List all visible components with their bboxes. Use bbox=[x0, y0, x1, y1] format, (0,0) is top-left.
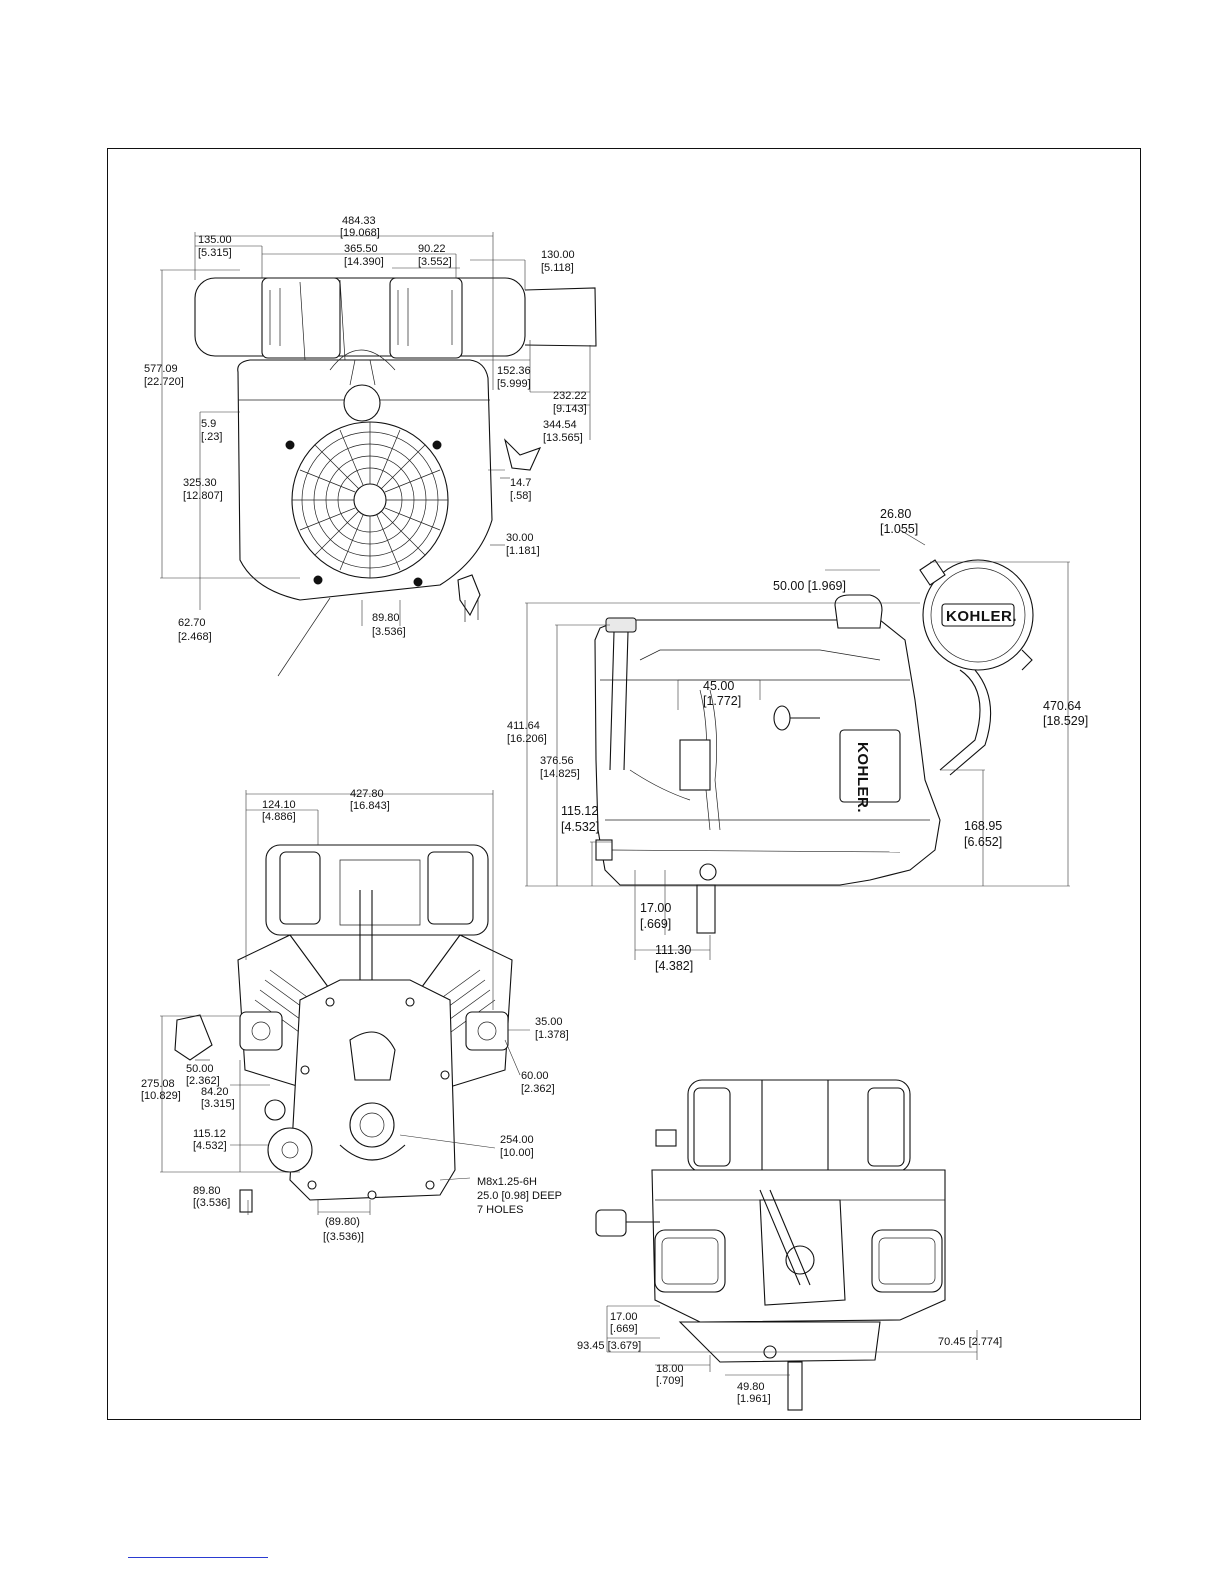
dim-577-09: 577.09 bbox=[144, 363, 178, 375]
side-view-dimension-lines bbox=[525, 529, 1070, 960]
dim-130-00: 130.00 bbox=[541, 249, 575, 261]
kohler-logo-vertical: KOHLER. bbox=[854, 742, 871, 813]
dim-2-362-front: [2.362] bbox=[186, 1075, 220, 1087]
front-view-dimension-lines bbox=[160, 790, 530, 1215]
dim-411-64: 411.64 bbox=[507, 720, 540, 732]
dim-1-961: [1.961] bbox=[737, 1393, 771, 1405]
dim-470-64: 470.64 bbox=[1043, 699, 1081, 713]
kohler-logo: KOHLER. bbox=[946, 608, 1017, 625]
dim-13-565: [13.565] bbox=[543, 432, 583, 444]
dim-115-12-front: 115.12 bbox=[193, 1128, 226, 1140]
dim-18-529: [18.529] bbox=[1043, 714, 1088, 728]
dim-10-829: [10.829] bbox=[141, 1090, 181, 1102]
dim-325-30: 325.30 bbox=[183, 477, 217, 489]
dim-365-50: 365.50 bbox=[344, 243, 378, 255]
dim-35-00: 35.00 bbox=[535, 1016, 563, 1028]
dim-1-378: [1.378] bbox=[535, 1029, 569, 1041]
dim-2-468: [2.468] bbox=[178, 631, 212, 643]
dim-4-886: [4.886] bbox=[262, 811, 296, 823]
note-thread: M8x1.25-6H bbox=[477, 1176, 537, 1188]
dim-70-45: 70.45 [2.774] bbox=[938, 1336, 1002, 1348]
dim-1-055: [1.055] bbox=[880, 522, 918, 536]
dim-1-181: [1.181] bbox=[506, 545, 540, 557]
dim-275-08: 275.08 bbox=[141, 1078, 175, 1090]
dim-30-00: 30.00 bbox=[506, 532, 534, 544]
dim-3-536: [3.536] bbox=[372, 626, 406, 638]
dim-84-20: 84.20 bbox=[201, 1086, 229, 1098]
dim-0-23: [.23] bbox=[201, 431, 222, 443]
dim-18-00: 18.00 bbox=[656, 1363, 684, 1375]
dim-376-56: 376.56 bbox=[540, 755, 574, 767]
dim-93-45: 93.45 [3.679] bbox=[577, 1340, 641, 1352]
dim-90-22: 90.22 bbox=[418, 243, 446, 255]
dim-344-54: 344.54 bbox=[543, 419, 577, 431]
dim-17-00-side: 17.00 bbox=[640, 901, 671, 915]
rear-view-dimension-lines bbox=[606, 1305, 978, 1376]
dim-49-80: 49.80 bbox=[737, 1381, 765, 1393]
dim-0-709: [.709] bbox=[656, 1375, 684, 1387]
dim-5-315: [5.315] bbox=[198, 247, 232, 259]
dim-0-58: [.58] bbox=[510, 490, 531, 502]
dim-60-00: 60.00 bbox=[521, 1070, 549, 1082]
dim-5-118: [5.118] bbox=[541, 262, 574, 274]
rear-view-labels: 17.00 [.669] 93.45 [3.679] 70.45 [2.774]… bbox=[577, 1311, 1002, 1405]
dim-26-80: 26.80 bbox=[880, 507, 911, 521]
dim-124-10: 124.10 bbox=[262, 799, 296, 811]
dim-14-390: [14.390] bbox=[344, 256, 384, 268]
dim-16-843: [16.843] bbox=[350, 800, 390, 812]
side-view-labels: 26.80 [1.055] 50.00 [1.969] 470.64 [18.5… bbox=[507, 507, 1088, 973]
dim-12-807: [12.807] bbox=[183, 490, 223, 502]
dim-17-00-rear: 17.00 bbox=[610, 1311, 638, 1323]
dim-254-00: 254.00 bbox=[500, 1134, 534, 1146]
dim-50-00-side: 50.00 [1.969] bbox=[773, 579, 846, 593]
drawing-frame bbox=[107, 148, 1141, 1420]
dim-89-80-paren: (89.80) bbox=[325, 1216, 360, 1228]
dim-111-30: 111.30 bbox=[655, 943, 691, 957]
dim-4-382: [4.382] bbox=[655, 959, 693, 973]
rear-view-engine bbox=[595, 1079, 946, 1411]
dim-152-36: 152.36 bbox=[497, 365, 531, 377]
dim-427-80: 427.80 bbox=[350, 788, 384, 800]
front-view-engine bbox=[174, 844, 513, 1213]
dim-89-80-front: 89.80 bbox=[193, 1185, 221, 1197]
dim-16-206: [16.206] bbox=[507, 733, 547, 745]
top-view-labels: 484.33 [19.068] 135.00 [5.315] 365.50 [1… bbox=[144, 215, 587, 643]
dim-115-12-side: 115.12 bbox=[561, 804, 598, 818]
note-depth: 25.0 [0.98] DEEP bbox=[477, 1190, 562, 1202]
dim-232-22: 232.22 bbox=[553, 390, 587, 402]
dim-2-362: [2.362] bbox=[521, 1083, 555, 1095]
dim-3-315: [3.315] bbox=[201, 1098, 235, 1110]
dim-4-532-front: [4.532] bbox=[193, 1140, 227, 1152]
dim-5-999: [5.999] bbox=[497, 378, 531, 390]
dim-19-068: [19.068] bbox=[340, 227, 380, 239]
dim-3-552: [3.552] bbox=[418, 256, 452, 268]
dim-135-00: 135.00 bbox=[198, 234, 232, 246]
footer-link-underline[interactable] bbox=[128, 1557, 268, 1558]
dim-6-652: [6.652] bbox=[964, 835, 1002, 849]
top-view-dimension-lines bbox=[160, 232, 591, 626]
dim-0-669-rear: [.669] bbox=[610, 1323, 638, 1335]
side-view-engine: KOHLER. KOHLER. bbox=[594, 559, 1034, 934]
dim-5-9: 5.9 bbox=[201, 418, 216, 430]
dim-89-80: 89.80 bbox=[372, 612, 400, 624]
dim-4-532-side: [4.532] bbox=[561, 820, 599, 834]
dim-14-825: [14.825] bbox=[540, 768, 580, 780]
dim-10-00: [10.00] bbox=[500, 1147, 534, 1159]
dim-1-772: [1.772] bbox=[703, 694, 741, 708]
dim-22-720: [22.720] bbox=[144, 376, 184, 388]
dim-50-00-front: 50.00 bbox=[186, 1063, 214, 1075]
note-holes: 7 HOLES bbox=[477, 1204, 523, 1216]
dim-62-70: 62.70 bbox=[178, 617, 206, 629]
dim-45-00: 45.00 bbox=[703, 679, 734, 693]
dim-0-669-side: [.669] bbox=[640, 917, 671, 931]
dim-3-536-front: [(3.536] bbox=[193, 1197, 230, 1209]
top-view-engine bbox=[194, 277, 597, 677]
front-view-labels: 427.80 [16.843] 124.10 [4.886] 35.00 [1.… bbox=[141, 788, 569, 1243]
dim-14-7: 14.7 bbox=[510, 477, 531, 489]
dim-9-143: [9.143] bbox=[553, 403, 587, 415]
dim-484-33: 484.33 bbox=[342, 215, 376, 227]
dim-3-536-paren: [(3.536)] bbox=[323, 1231, 364, 1243]
dim-168-95: 168.95 bbox=[964, 819, 1002, 833]
